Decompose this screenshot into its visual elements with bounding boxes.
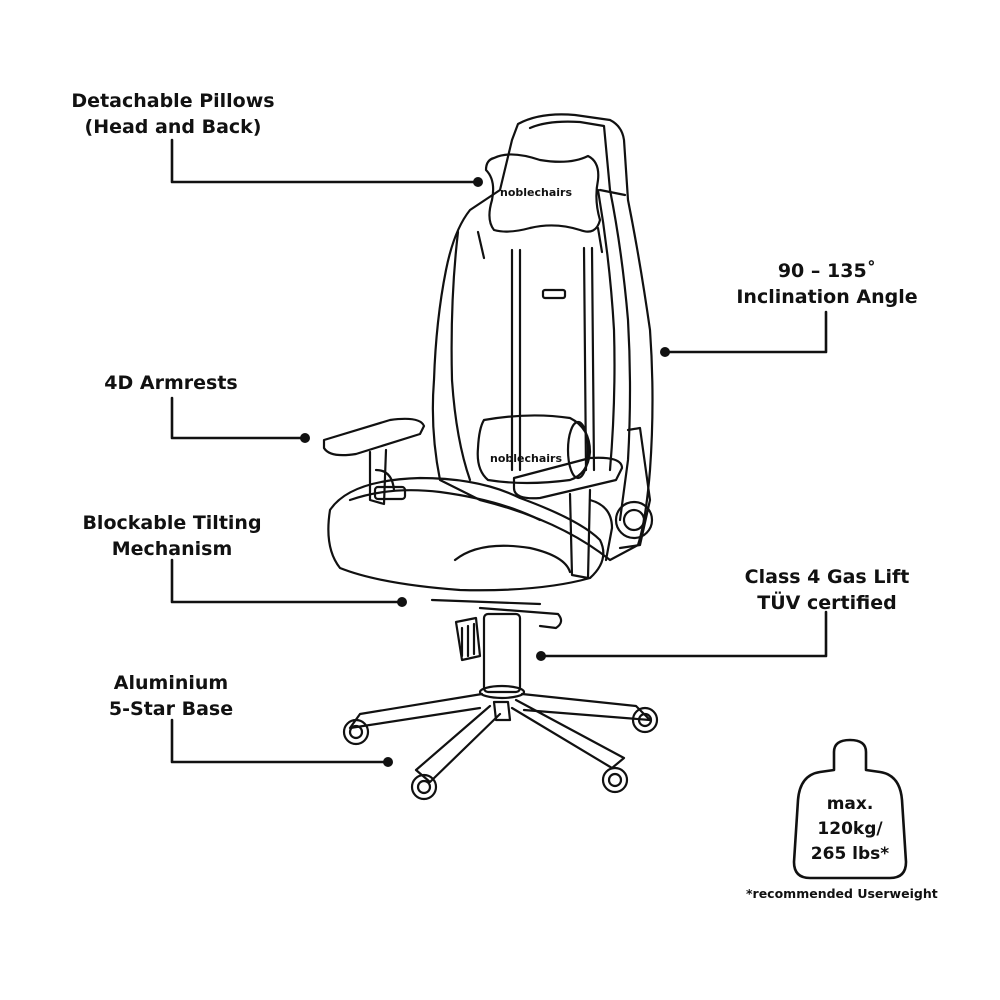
weight-footnote: *recommended Userweight bbox=[746, 886, 938, 901]
label-pillows-line1: Detachable Pillows bbox=[71, 90, 275, 112]
gas-lift bbox=[454, 612, 526, 700]
label-inclination-line1: 90 – 135˚ bbox=[777, 260, 877, 282]
callout-base bbox=[170, 718, 390, 764]
label-pillows: Detachable Pillows (Head and Back) bbox=[44, 88, 302, 140]
label-base-line2: 5-Star Base bbox=[108, 698, 234, 720]
label-gaslift-line2: TÜV certified bbox=[757, 592, 897, 614]
chair-backrest bbox=[431, 113, 654, 562]
callout-pillows bbox=[170, 138, 480, 184]
backrest-badge bbox=[541, 288, 567, 300]
label-inclination: 90 – 135˚ Inclination Angle bbox=[718, 258, 936, 310]
lumbar-pillow bbox=[476, 414, 592, 485]
weight-icon bbox=[792, 738, 908, 880]
label-base: Aluminium 5-Star Base bbox=[86, 670, 256, 722]
label-inclination-line2: Inclination Angle bbox=[736, 286, 918, 308]
callout-tilt bbox=[170, 558, 402, 604]
head-pillow-logo: noblechairs bbox=[500, 186, 573, 199]
callout-lines bbox=[170, 138, 828, 764]
label-base-line1: Aluminium bbox=[113, 672, 229, 694]
head-pillow bbox=[476, 153, 627, 260]
weight-line1: max. bbox=[826, 794, 874, 814]
callout-armrests bbox=[170, 396, 307, 440]
label-gaslift-line1: Class 4 Gas Lift bbox=[744, 566, 910, 588]
callout-gaslift bbox=[539, 610, 828, 658]
label-tilt-line1: Blockable Tilting bbox=[82, 512, 262, 534]
lumbar-pillow-logo: noblechairs bbox=[490, 452, 563, 465]
right-armrest bbox=[512, 456, 624, 580]
max-weight-text: max. 120kg/ 265 lbs* bbox=[795, 792, 905, 867]
left-armrest bbox=[322, 417, 426, 506]
weight-line2: 120kg/ bbox=[817, 819, 883, 839]
casters bbox=[342, 706, 659, 801]
tilt-mechanism bbox=[430, 426, 654, 630]
callout-inclination bbox=[663, 310, 828, 354]
callout-dots bbox=[300, 177, 670, 767]
label-armrests: 4D Armrests bbox=[86, 370, 256, 396]
chair-seat bbox=[327, 476, 605, 592]
star-base bbox=[348, 692, 652, 784]
label-gaslift: Class 4 Gas Lift TÜV certified bbox=[722, 564, 932, 616]
label-pillows-line2: (Head and Back) bbox=[84, 116, 262, 138]
label-armrests-line1: 4D Armrests bbox=[104, 372, 238, 394]
label-tilt-line2: Mechanism bbox=[111, 538, 233, 560]
label-tilt: Blockable Tilting Mechanism bbox=[60, 510, 284, 562]
weight-line3: 265 lbs* bbox=[810, 844, 890, 864]
